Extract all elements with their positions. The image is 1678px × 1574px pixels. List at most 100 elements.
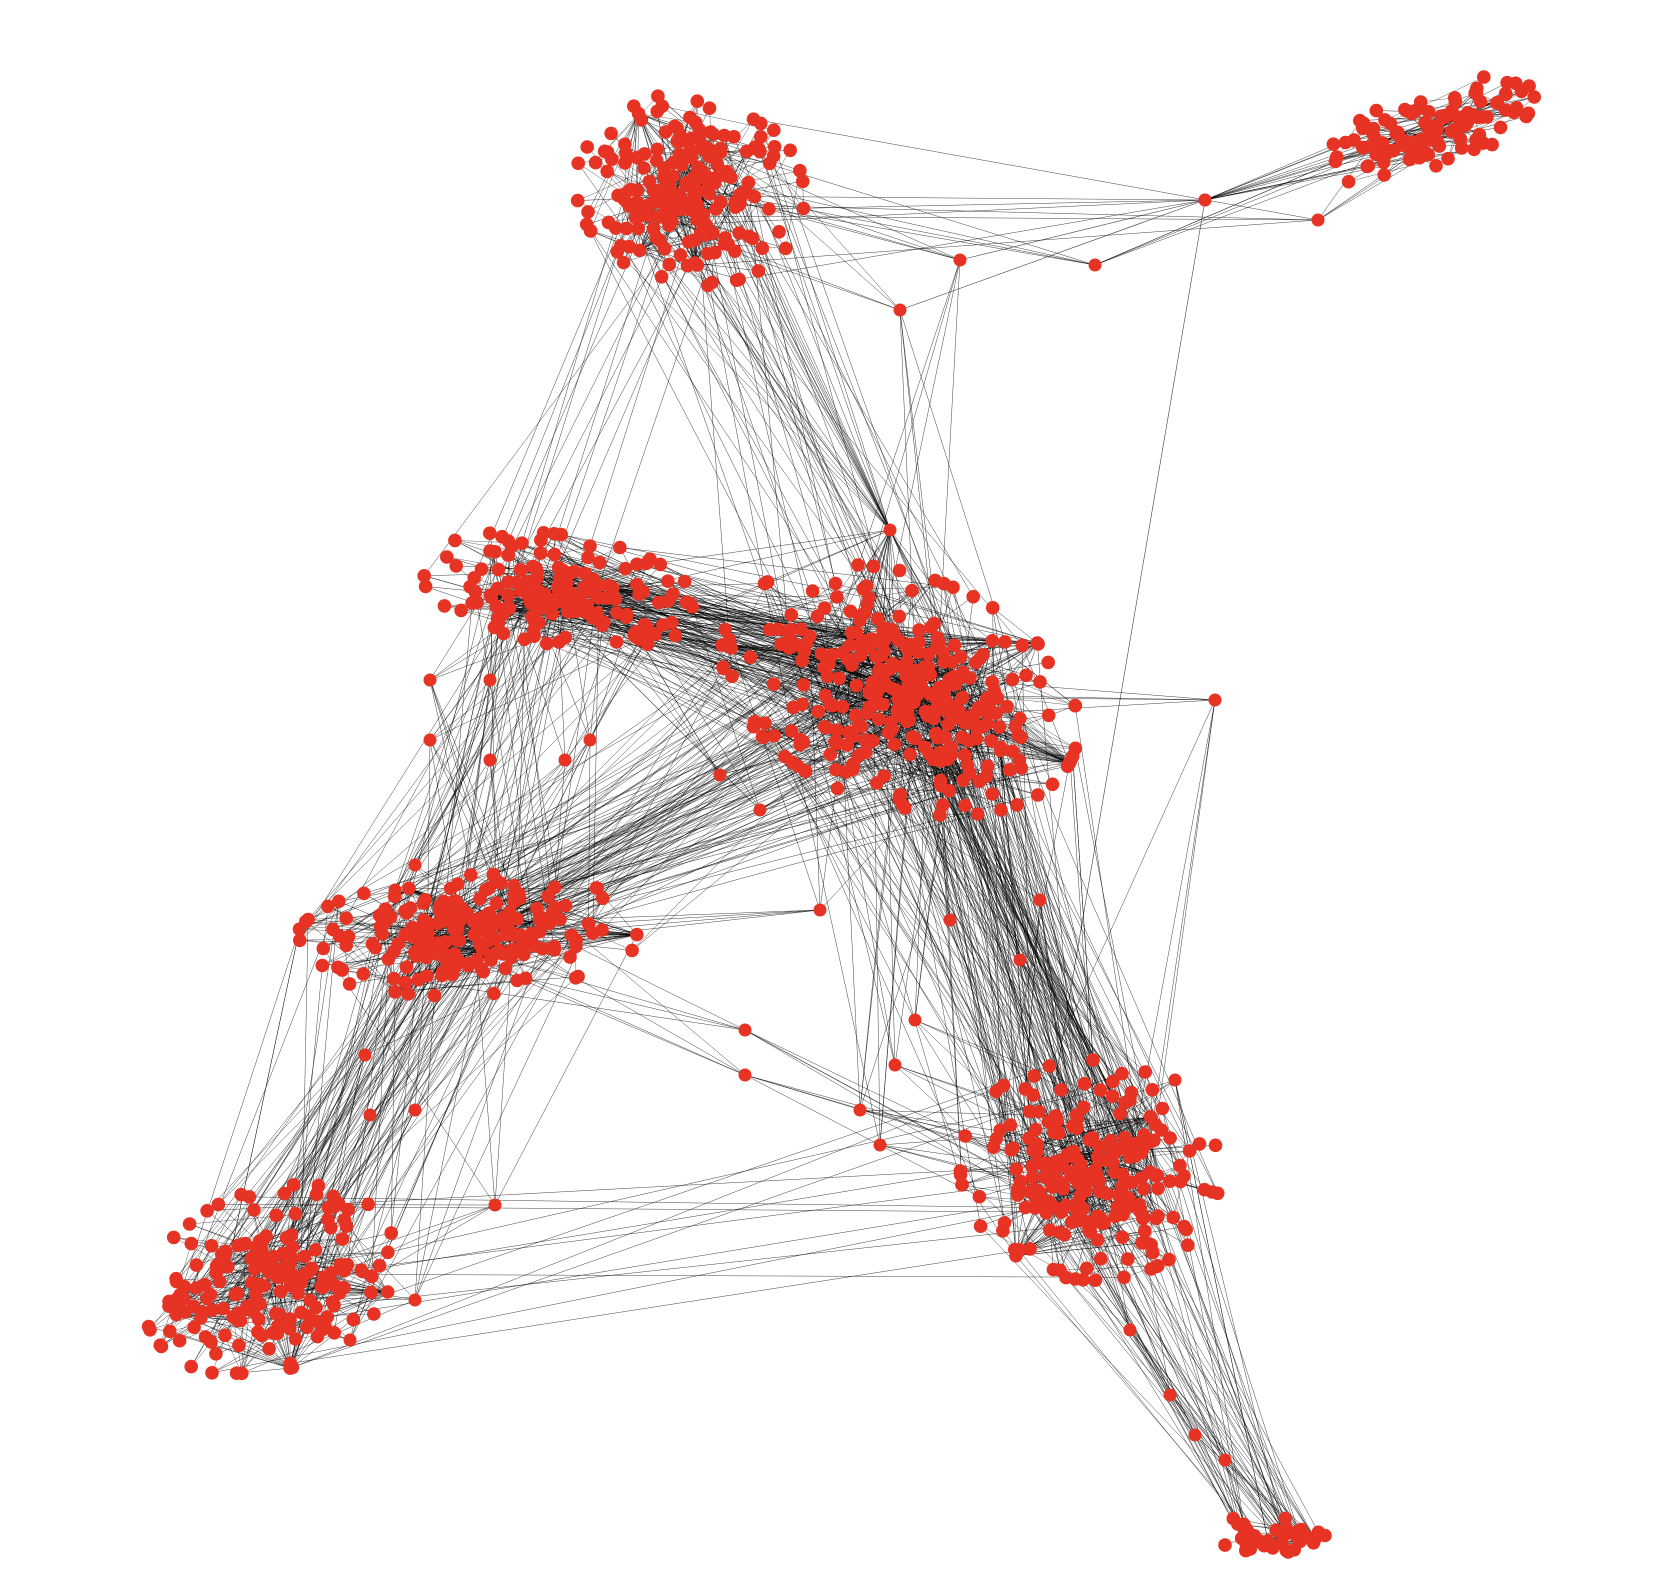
graph-node xyxy=(1054,1083,1068,1097)
graph-node xyxy=(247,1262,262,1276)
graph-node xyxy=(1048,1154,1063,1169)
graph-edge xyxy=(999,763,1070,1131)
graph-edge xyxy=(500,631,789,884)
graph-edge xyxy=(733,136,891,531)
graph-node xyxy=(1498,86,1513,101)
graph-edge xyxy=(333,1215,1159,1306)
graph-node xyxy=(650,142,665,157)
graph-node xyxy=(646,221,661,236)
graph-node xyxy=(1404,104,1418,119)
graph-edge xyxy=(323,948,496,1206)
graph-node xyxy=(677,574,692,589)
graph-node xyxy=(830,723,844,737)
graph-edge xyxy=(414,591,540,866)
graph-edge xyxy=(175,1194,242,1279)
graph-node xyxy=(571,969,585,984)
graph-node xyxy=(409,949,423,963)
graph-node xyxy=(1117,1130,1132,1145)
graph-node xyxy=(1093,1083,1108,1097)
graph-node xyxy=(1031,788,1045,802)
graph-node xyxy=(1238,1526,1252,1541)
graph-edge xyxy=(847,744,951,921)
graph-node xyxy=(958,1129,972,1143)
graph-node xyxy=(618,561,633,576)
graph-node xyxy=(650,104,664,119)
graph-node xyxy=(1059,1270,1073,1285)
graph-edge xyxy=(997,642,1038,699)
graph-node xyxy=(908,1013,922,1027)
graph-edge xyxy=(300,920,503,1313)
graph-edge xyxy=(889,529,988,699)
graph-node xyxy=(1509,76,1523,91)
graph-node xyxy=(681,235,696,249)
graph-edge xyxy=(889,529,1000,728)
graph-node xyxy=(466,914,481,929)
graph-edge xyxy=(992,607,1038,644)
graph-node xyxy=(301,1265,315,1280)
graph-edge xyxy=(429,554,509,681)
graph-edge xyxy=(1009,769,1190,1152)
graph-node xyxy=(948,677,963,691)
graph-edge xyxy=(1040,1205,1234,1519)
graph-edge xyxy=(559,919,746,1076)
graph-node xyxy=(841,725,856,740)
graph-node xyxy=(408,858,422,872)
graph-edge xyxy=(429,593,545,681)
graph-edge xyxy=(744,1029,1018,1191)
graph-node xyxy=(1136,1182,1151,1196)
graph-node xyxy=(835,699,850,714)
graph-edge xyxy=(961,1162,1037,1186)
graph-node xyxy=(784,608,799,622)
graph-node xyxy=(143,1323,157,1337)
graph-node xyxy=(1110,1199,1124,1214)
graph-edge xyxy=(494,934,638,1206)
graph-edge xyxy=(414,949,513,1111)
graph-edge xyxy=(327,1186,1123,1318)
graph-node xyxy=(273,1284,288,1299)
graph-edge xyxy=(485,739,591,891)
graph-node xyxy=(973,651,988,665)
graph-node xyxy=(994,803,1008,817)
graph-edge xyxy=(211,1180,1170,1374)
graph-node xyxy=(699,144,713,159)
graph-edge xyxy=(639,639,721,776)
graph-node xyxy=(502,601,517,615)
graph-node xyxy=(1429,159,1443,173)
graph-edge xyxy=(723,135,865,614)
graph-node xyxy=(483,753,497,767)
graph-edge xyxy=(830,754,1050,1171)
graph-edge xyxy=(1037,643,1081,1165)
graph-node xyxy=(592,555,607,570)
graph-node xyxy=(501,588,515,603)
graph-node xyxy=(798,764,813,778)
graph-node xyxy=(1182,1144,1197,1158)
graph-edge xyxy=(1059,1265,1158,1271)
graph-node xyxy=(315,1280,330,1295)
graph-node xyxy=(1369,103,1384,118)
graph-node xyxy=(795,653,809,668)
graph-node xyxy=(817,601,832,615)
graph-edge xyxy=(744,1074,980,1197)
graph-node xyxy=(189,1281,204,1295)
graph-node xyxy=(299,914,313,929)
graph-node xyxy=(892,563,907,578)
graph-node xyxy=(209,1347,223,1361)
graph-node xyxy=(627,99,641,113)
graph-edge xyxy=(507,264,670,583)
graph-node xyxy=(795,174,810,189)
graph-edge xyxy=(454,603,532,955)
graph-edge xyxy=(1019,718,1053,785)
graph-node xyxy=(451,953,465,967)
graph-node xyxy=(1162,1252,1176,1267)
graph-edge xyxy=(588,739,591,924)
graph-edge xyxy=(692,606,761,811)
graph-node xyxy=(1135,1236,1149,1250)
graph-node xyxy=(1338,135,1353,150)
graph-node xyxy=(543,911,557,925)
graph-edge xyxy=(739,203,974,597)
graph-node xyxy=(1441,151,1455,166)
graph-node xyxy=(613,540,627,555)
graph-edge xyxy=(1059,1270,1196,1436)
graph-node xyxy=(357,886,371,901)
graph-edge xyxy=(929,753,951,921)
